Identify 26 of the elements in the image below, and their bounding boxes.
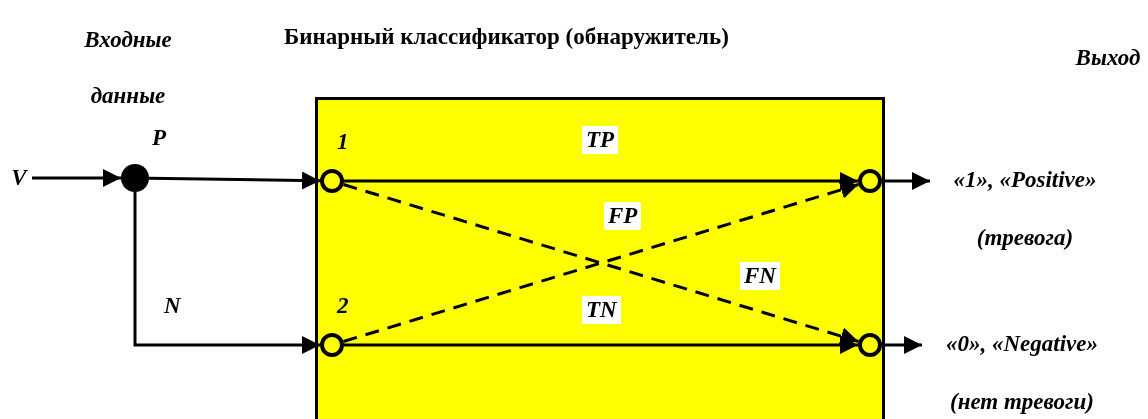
arrow <box>882 336 922 354</box>
arrow <box>344 172 858 190</box>
edge-label: TN <box>582 296 621 324</box>
edge-label: FN <box>740 262 780 290</box>
port-circle <box>858 169 882 193</box>
edge-label: P <box>151 124 168 152</box>
junction-dot <box>121 164 149 192</box>
edge-label: FP <box>604 202 642 230</box>
output-label: «0», «Negative» (нет тревоги) <box>945 330 1099 416</box>
arrow <box>882 172 930 190</box>
arrow <box>148 171 321 190</box>
arrow <box>32 169 121 187</box>
edge-label: N <box>163 292 183 320</box>
output-label: «1», «Positive» (тревога) <box>952 166 1098 252</box>
input-data-caption: Входные данные <box>83 26 173 110</box>
port-number: 1 <box>337 128 350 156</box>
arrow <box>133 192 320 354</box>
port-circle <box>320 169 344 193</box>
output-caption: Выход <box>1074 44 1142 72</box>
port-circle <box>320 333 344 357</box>
heading: Бинарный классификатор (обнаружитель) <box>284 24 729 50</box>
port-number: 2 <box>337 292 350 320</box>
input-label: V <box>10 164 29 192</box>
edge-label: TP <box>582 126 619 154</box>
port-circle <box>858 333 882 357</box>
arrow <box>344 336 858 354</box>
